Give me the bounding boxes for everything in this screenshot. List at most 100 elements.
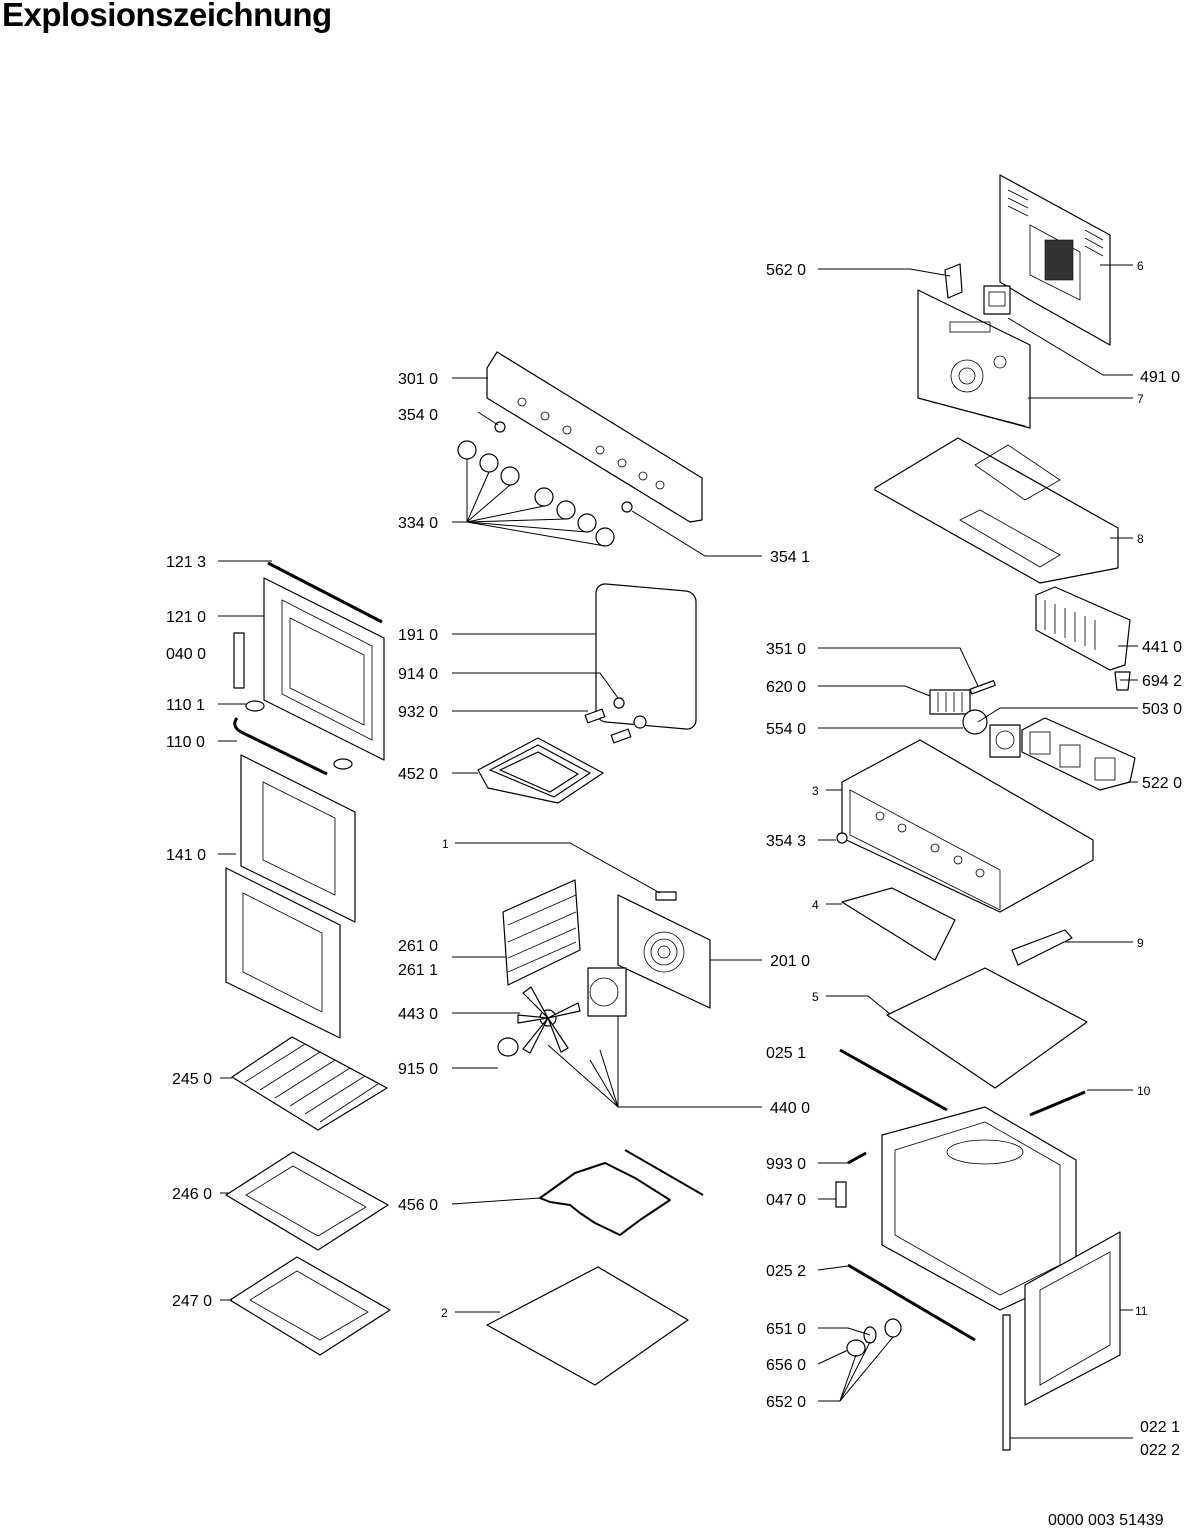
part-label: 456 0 [398,1197,438,1214]
fan-cover-drawing [617,894,711,1009]
part-label: 11 [1135,1304,1148,1318]
part-label: 491 0 [1140,369,1180,386]
part-label: 110 1 [166,697,205,714]
part-label: 620 0 [766,679,806,696]
part-label: 554 0 [766,721,806,738]
part-label: 452 0 [398,766,438,783]
part-label: 354 1 [770,549,810,566]
part-label: 6 [1137,259,1144,273]
leader-lines [218,264,1138,1439]
part-label: 5 [812,990,819,1004]
door-glass-drawing [225,754,356,1039]
part-label: 562 0 [766,262,806,279]
part-label: 522 0 [1142,775,1182,792]
rear-panel-drawing [999,174,1111,346]
part-label: 121 3 [166,554,206,571]
part-label: 047 0 [766,1192,806,1209]
part-label: 191 0 [398,627,438,644]
part-label: 121 0 [166,609,206,626]
part-label: 2 [441,1306,448,1320]
grill-heater-drawing [477,737,604,804]
part-label: 025 2 [766,1263,806,1280]
door-trim-strip-drawing [267,561,383,624]
part-label: 025 1 [766,1045,806,1062]
part-label: 141 0 [166,847,206,864]
terminal-block-drawing [929,689,971,715]
baking-tray-flat-drawing [229,1256,391,1356]
part-label: 932 0 [398,704,438,721]
side-rails-drawing [502,879,581,986]
nut-914-drawing [613,697,625,709]
part-label: 503 0 [1142,701,1182,718]
part-labels: 6 562 0 491 0 301 0 354 0 7 334 0 8 354 … [166,259,1182,1459]
control-panel-drawing [486,351,703,523]
component-491-drawing [983,285,1011,315]
door-hinge-drawing [233,632,245,689]
insulation-plate-drawing [886,967,1088,1089]
cooling-fan-drawing [1035,586,1131,671]
screw-drawing [847,1151,867,1165]
door-seal-drawing [595,583,697,730]
part-9-drawing [1011,929,1073,966]
timer-drawing [962,709,988,735]
thermostat-694-drawing [1114,671,1131,691]
baking-tray-deep-drawing [225,1151,389,1251]
part-label: 201 0 [770,953,810,970]
top-plate-drawing [874,437,1119,584]
nut-932-drawing [633,715,647,729]
indicator-354-1-drawing [621,501,633,513]
part-label: 443 0 [398,1006,438,1023]
bottom-plate-drawing [486,1266,689,1386]
part-label: 993 0 [766,1156,806,1173]
fan-blade-drawing [517,986,581,1054]
part-label: 656 0 [766,1357,806,1374]
selector-switches-drawing [1021,717,1136,791]
part-047-drawing [835,1181,847,1208]
part-label: 261 0 [398,938,438,955]
part-label: 914 0 [398,666,438,683]
part-label: 247 0 [172,1293,212,1310]
part-drawings [225,174,1136,1451]
part-label: 354 0 [398,407,438,424]
part-label: 9 [1137,936,1144,950]
part-label: 441 0 [1142,639,1182,656]
door-frame-drawing [263,577,385,761]
rear-wall-drawing [917,289,1031,429]
part-label: 354 3 [766,833,806,850]
document-number: 0000 003 51439 [1048,1512,1164,1529]
part-label: 652 0 [766,1394,806,1411]
part-label: 440 0 [770,1100,810,1117]
part-label: 261 1 [398,962,438,979]
part-label: 3 [812,784,819,798]
part-label: 301 0 [398,371,438,388]
part-label: 040 0 [166,646,206,663]
fan-motor-drawing [587,967,627,1017]
side-panel-drawing [1024,1231,1121,1406]
rail-025-1-drawing [839,1048,948,1112]
part-label: 1 [442,837,449,851]
part-label: 8 [1137,532,1144,546]
indicator-354-3-drawing [836,832,848,844]
bracket-1-drawing [655,891,677,901]
rail-025-2-drawing [847,1263,976,1342]
door-handle-drawing [233,717,328,776]
page-title: Explosionszeichnung [2,0,332,33]
part-label: 4 [812,898,819,912]
switch-351-drawing [969,680,996,695]
part-label: 245 0 [172,1071,212,1088]
part-label: 022 2 [1140,1442,1180,1459]
lower-heater-drawing [539,1149,704,1236]
motor-503-drawing [989,724,1021,758]
part-label: 694 2 [1142,673,1182,690]
wire-rack-drawing [231,1036,388,1131]
part-label: 915 0 [398,1061,438,1078]
bracket-562-drawing [944,263,963,299]
rail-022-drawing [1002,1314,1011,1451]
part-label: 022 1 [1140,1419,1180,1436]
part-10-drawing [1029,1090,1086,1117]
part-label: 334 0 [398,515,438,532]
part-label: 651 0 [766,1321,806,1338]
part-label: 246 0 [172,1186,212,1203]
part-label: 7 [1137,392,1144,406]
